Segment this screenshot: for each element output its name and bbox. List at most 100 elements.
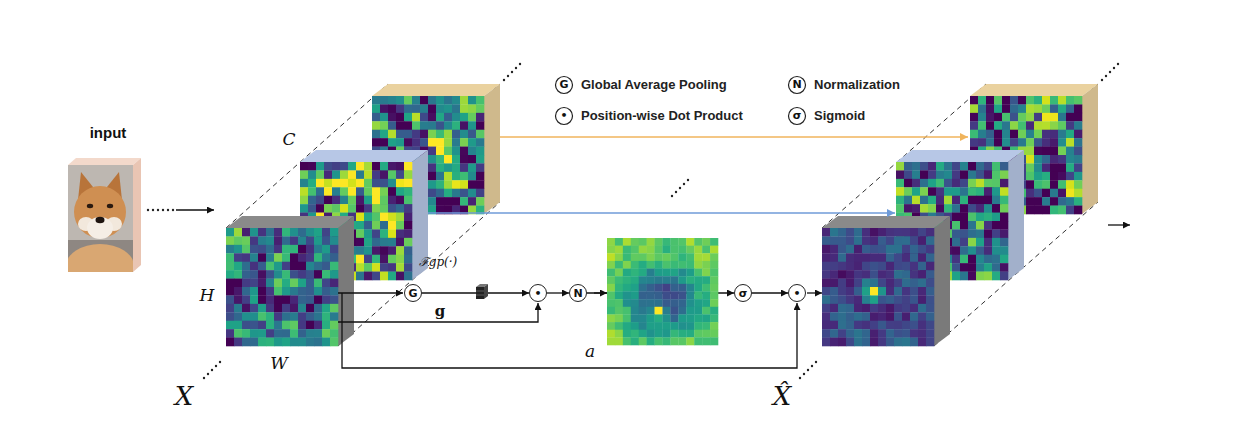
heat-cell <box>380 272 388 281</box>
heat-cell <box>1066 130 1074 139</box>
heat-cell <box>380 263 388 272</box>
heat-cell <box>1042 130 1050 139</box>
heat-cell <box>380 130 388 139</box>
heat-cell <box>878 287 886 296</box>
heat-cell <box>912 170 920 179</box>
heat-cell <box>639 307 647 315</box>
heat-cell <box>290 304 298 313</box>
heat-cell <box>234 236 242 245</box>
heat-cell <box>1000 187 1008 196</box>
heat-cell <box>623 292 631 300</box>
heat-cell <box>1074 138 1082 147</box>
heat-cell <box>290 338 298 347</box>
heat-cell <box>444 138 452 147</box>
heat-cell <box>322 321 330 330</box>
heat-cell <box>1026 147 1034 156</box>
heat-cell <box>607 322 615 330</box>
heat-cell <box>340 162 348 171</box>
heat-cell <box>1074 113 1082 122</box>
heat-cell <box>678 314 686 322</box>
heat-cell <box>1066 172 1074 181</box>
heat-cell <box>694 246 702 254</box>
heat-cell <box>838 338 846 347</box>
heat-cell <box>316 162 324 171</box>
heat-cell <box>300 187 308 196</box>
heat-cell <box>926 304 934 313</box>
heat-cell <box>380 246 388 255</box>
heat-cell <box>639 261 647 269</box>
heat-cell <box>396 170 404 179</box>
heat-cell <box>904 162 912 171</box>
heat-cell <box>647 238 655 246</box>
heat-cell <box>332 187 340 196</box>
heat-cell <box>364 187 372 196</box>
heat-cell <box>615 322 623 330</box>
heat-cell <box>663 238 671 246</box>
heat-cell <box>655 330 663 338</box>
heat-cell <box>647 261 655 269</box>
heat-cell <box>1002 138 1010 147</box>
heat-cell <box>647 299 655 307</box>
heat-cell <box>1058 197 1066 206</box>
heat-cell <box>340 187 348 196</box>
heat-cell <box>404 113 412 122</box>
heat-cell <box>1026 121 1034 130</box>
heat-cell <box>274 287 282 296</box>
heat-cell <box>444 172 452 181</box>
heat-cell <box>862 279 870 288</box>
heat-cell <box>920 187 928 196</box>
heat-cell <box>452 147 460 156</box>
legend-symbol-letter: • <box>560 110 567 123</box>
heat-cell <box>984 263 992 272</box>
heat-cell <box>226 253 234 262</box>
heat-cell <box>936 162 944 171</box>
heat-cell <box>1074 96 1082 105</box>
heat-cell <box>476 147 484 156</box>
heat-cell <box>822 321 830 330</box>
heat-cell <box>655 284 663 292</box>
heat-cell <box>274 262 282 271</box>
legend-label: Global Average Pooling <box>581 78 727 93</box>
slab-face <box>338 216 354 346</box>
heat-cell <box>936 170 944 179</box>
heat-cell <box>992 170 1000 179</box>
heat-cell <box>380 170 388 179</box>
heat-cell <box>274 329 282 338</box>
tensor-symbol: X <box>175 382 194 412</box>
heat-cell <box>926 245 934 254</box>
heat-cell <box>226 329 234 338</box>
heat-cell <box>298 338 306 347</box>
heat-cell <box>388 263 396 272</box>
heat-cell <box>282 236 290 245</box>
heat-cell <box>380 104 388 113</box>
heat-cell <box>266 287 274 296</box>
heat-cell <box>314 279 322 288</box>
heat-cell <box>380 121 388 130</box>
vector-icon <box>476 284 488 299</box>
heat-cell <box>420 130 428 139</box>
heat-cell <box>324 179 332 188</box>
heat-cell <box>412 104 420 113</box>
heat-cell <box>615 337 623 345</box>
heat-cell <box>639 276 647 284</box>
heat-cell <box>316 196 324 205</box>
heat-cell <box>428 155 436 164</box>
heat-cell <box>631 253 639 261</box>
heat-cell <box>918 287 926 296</box>
heat-cell <box>623 330 631 338</box>
heat-cell <box>1058 155 1066 164</box>
operator-symbol: • <box>534 288 541 299</box>
heat-cell <box>1042 96 1050 105</box>
heat-cell <box>468 189 476 198</box>
heat-cell <box>846 270 854 279</box>
heat-cell <box>314 338 322 347</box>
heat-cell <box>970 113 978 122</box>
heat-cell <box>902 329 910 338</box>
heat-cell <box>1010 138 1018 147</box>
heat-cell <box>862 329 870 338</box>
heat-cell <box>655 269 663 277</box>
heat-cell <box>615 292 623 300</box>
heat-cell <box>404 162 412 171</box>
heat-cell <box>631 261 639 269</box>
heat-cell <box>910 321 918 330</box>
